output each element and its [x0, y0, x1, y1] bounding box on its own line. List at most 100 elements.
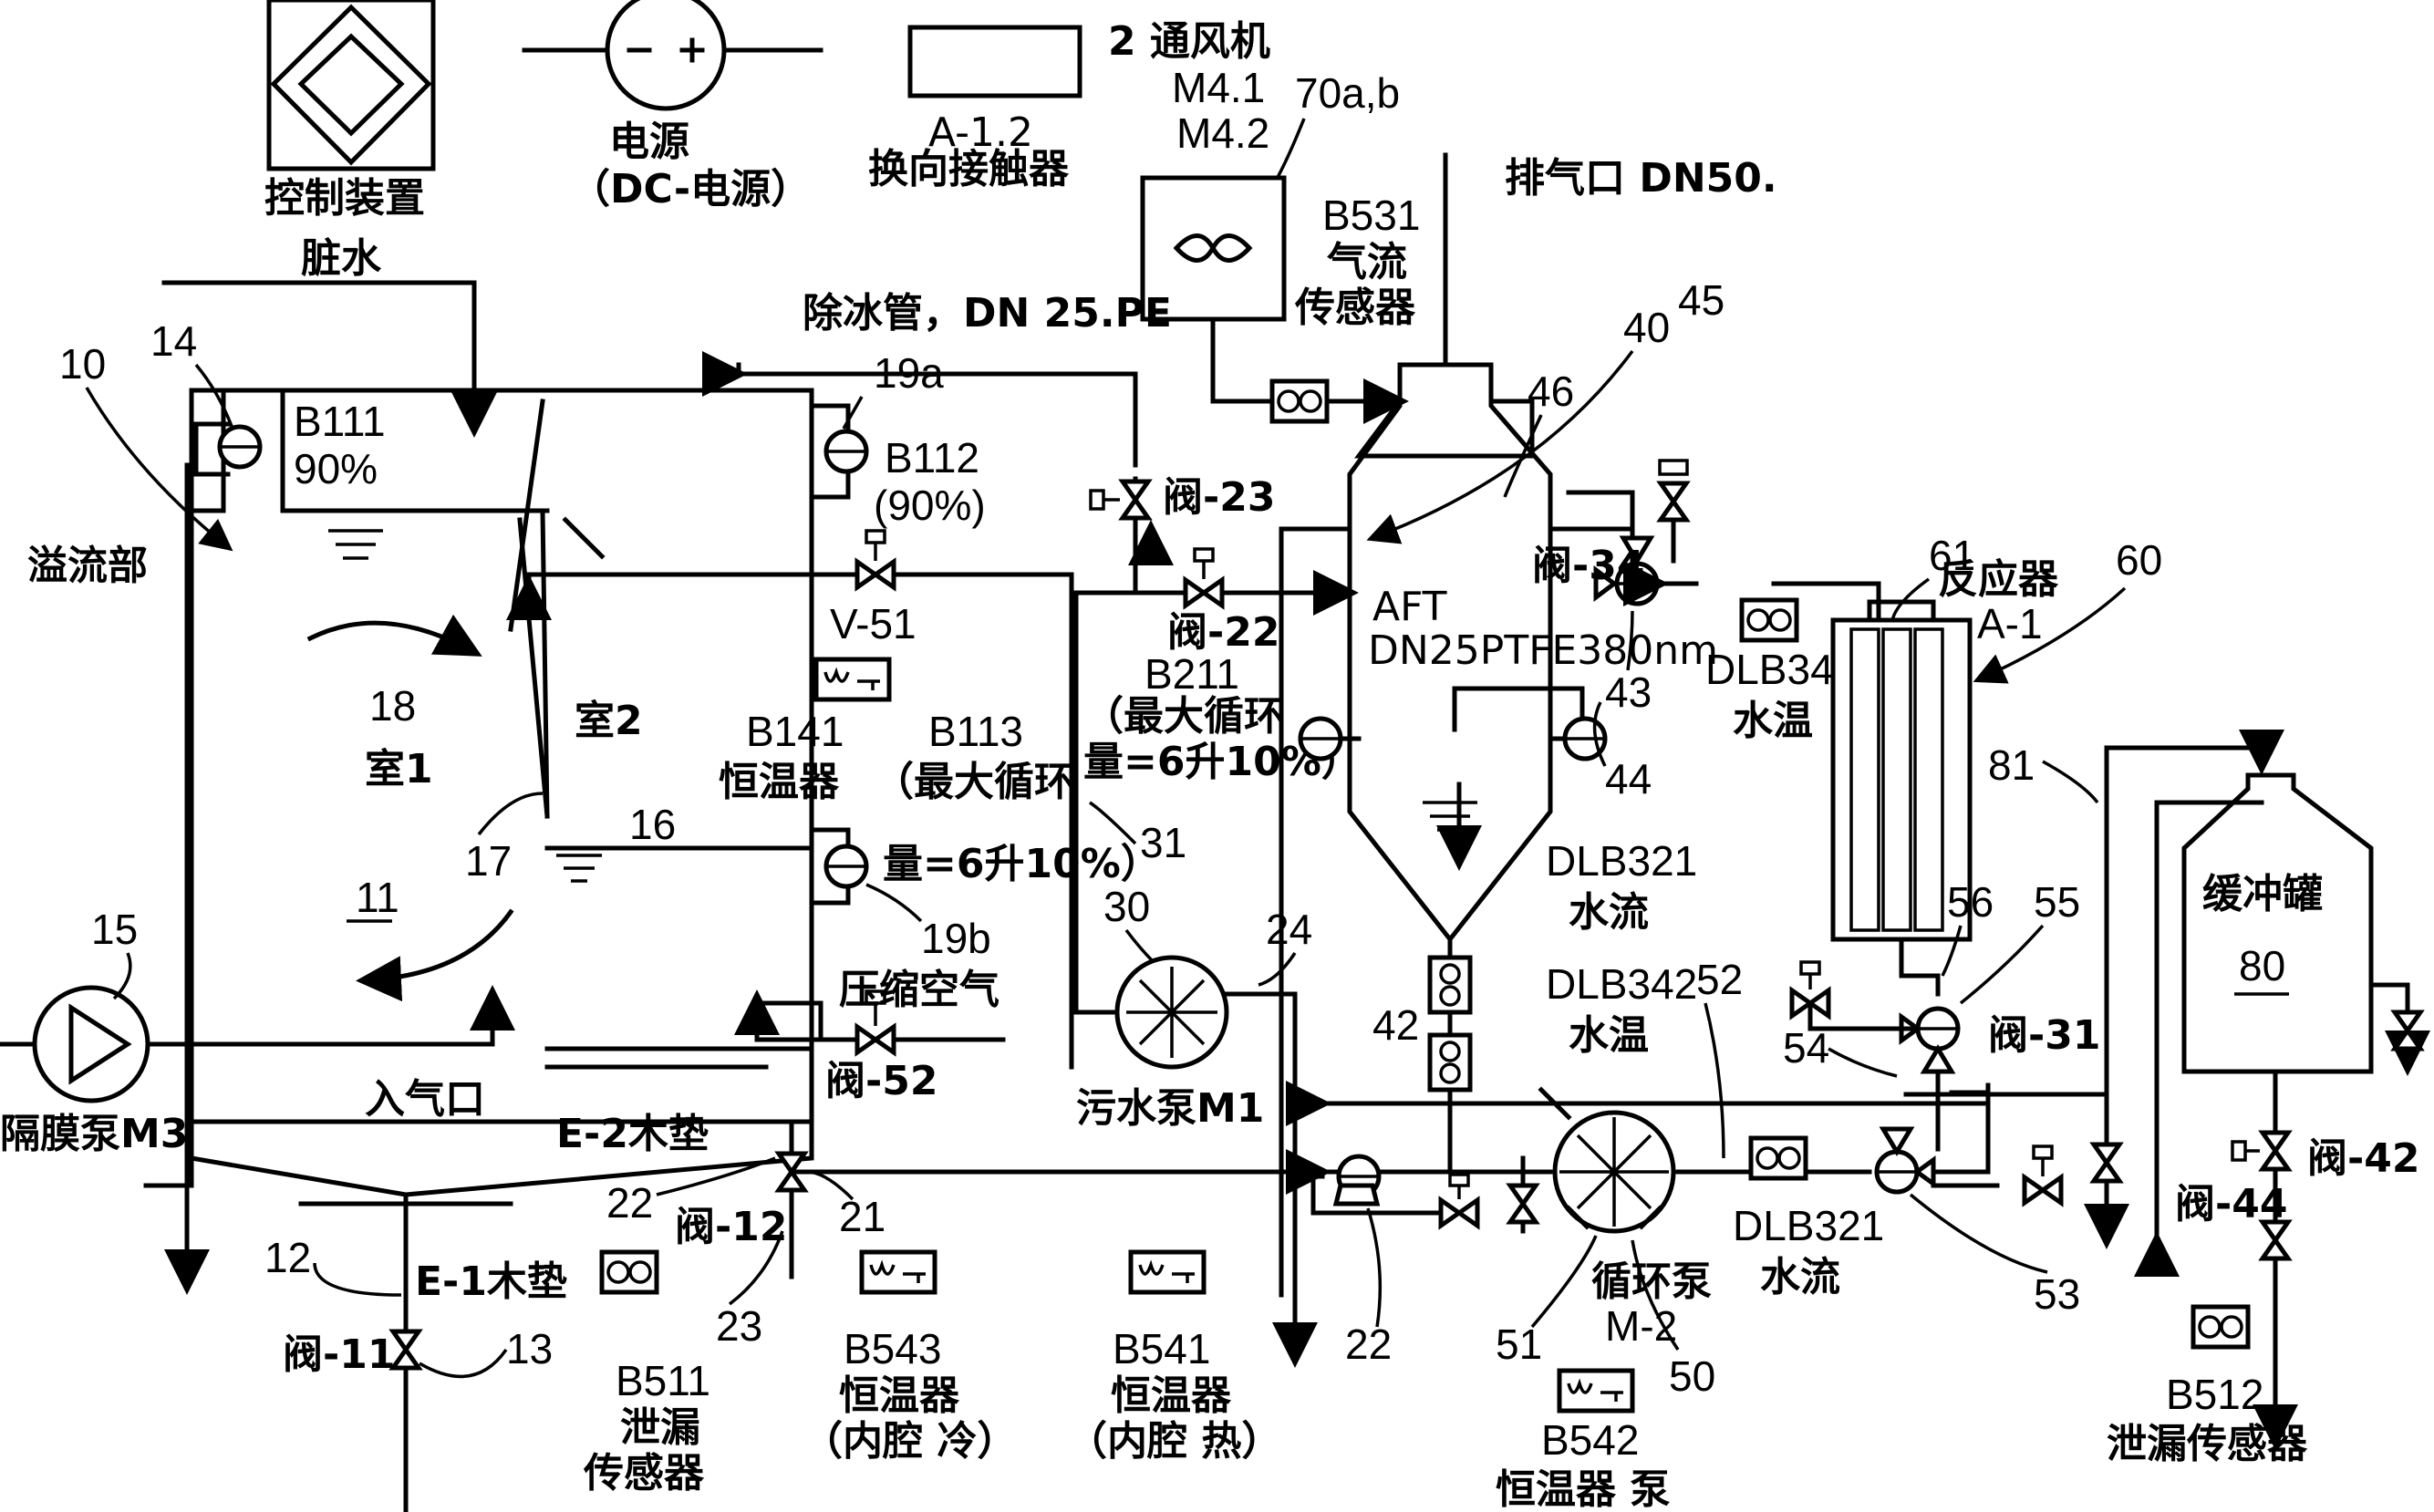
ref-24: 24 [1266, 906, 1312, 953]
deice-pipe-label: 除冰管，DN 25.PE [803, 290, 1172, 337]
compressed-air-label: 压缩空气 [839, 967, 999, 1013]
ref-13: 13 [506, 1325, 553, 1372]
b141-name: 恒温器 [719, 759, 840, 805]
valve-42[interactable] [2263, 1133, 2288, 1169]
dlb321-bot-label: DLB321 [1733, 1202, 1884, 1249]
leak-sensor-b511-icon [602, 1252, 657, 1292]
b111-label: B111 [294, 398, 386, 445]
dlb321-top-label: DLB321 [1546, 837, 1697, 885]
sewage-pump-m1 [1114, 955, 1229, 1070]
b543-note: （内腔 冷） [803, 1418, 1017, 1465]
diaphragm-pump-m3 [32, 985, 150, 1103]
valve-11[interactable] [393, 1331, 419, 1368]
valve-53-3way[interactable] [1877, 1152, 1917, 1192]
room2-label: 室2 [575, 698, 643, 744]
water-temp-meter-dlb341 [1742, 600, 1797, 640]
valve-v51[interactable] [857, 562, 894, 587]
valve-23[interactable] [1123, 482, 1148, 518]
v51-label: V-51 [830, 600, 917, 647]
water-flow-meter-dlb321 [1751, 1138, 1806, 1178]
ref-12: 12 [264, 1234, 311, 1281]
ref-17: 17 [465, 837, 512, 885]
valve-12-label: 阀-12 [675, 1204, 788, 1250]
inlet-label: 入气口 [365, 1076, 485, 1123]
ref-51: 51 [1496, 1320, 1542, 1368]
ref-81: 81 [1988, 741, 2035, 789]
ref-11: 11 [356, 874, 399, 921]
valve-22[interactable] [1186, 580, 1222, 606]
valve-23-label: 阀-23 [1163, 474, 1276, 521]
power-supply-label: 电源 [609, 119, 689, 165]
ref-10: 10 [59, 340, 106, 388]
circ-pump-label: 循环泵 [1591, 1258, 1712, 1305]
valve-52[interactable] [857, 1027, 894, 1052]
contactor-code: A-1.2 [928, 109, 1033, 156]
wood-pad-e1-label: E-1木垫 [415, 1258, 567, 1305]
contactor-icon [907, 25, 1082, 98]
ref-44: 44 [1605, 755, 1652, 803]
ref-56: 56 [1947, 878, 1994, 926]
control-device-label: 控制装置 [264, 175, 425, 222]
fan-m41-label: M4.1 [1172, 64, 1265, 111]
b511-name-2: 传感器 [583, 1450, 705, 1496]
b111-pct: 90% [294, 445, 378, 492]
valve-52-label: 阀-52 [825, 1058, 938, 1104]
ref-23: 23 [716, 1302, 762, 1350]
valve-11-label: 阀-11 [283, 1331, 396, 1378]
b511-name-1: 泄漏 [620, 1404, 700, 1451]
b543-label: B543 [844, 1325, 941, 1372]
b511-label: B511 [616, 1357, 710, 1404]
control-device-icon [266, 0, 436, 171]
ref-18: 18 [369, 682, 416, 730]
valve-34-label: 阀-34 [1532, 543, 1645, 589]
ref-52: 52 [1696, 956, 1743, 1003]
overflow-label: 溢流部 [27, 543, 148, 589]
b531-label: B531 [1322, 192, 1420, 239]
sewage-pump-label: 污水泵M1 [1076, 1085, 1264, 1132]
ref-22a: 22 [606, 1179, 653, 1227]
airflow-meter [1272, 381, 1327, 421]
b543-name: 恒温器 [839, 1372, 960, 1419]
b542-name: 恒温器 泵 [1496, 1466, 1670, 1512]
aft-label: AFT [1372, 584, 1447, 630]
circulation-pump-m2 [1552, 1110, 1676, 1234]
thermostat-b542 [1559, 1371, 1632, 1411]
valve-31-3way[interactable] [1918, 1009, 1958, 1049]
ref-43: 43 [1605, 668, 1652, 716]
buffer-tank [2181, 772, 2374, 1074]
room1-label: 室1 [365, 746, 433, 792]
valve-42-label: 阀-42 [2307, 1135, 2420, 1182]
b531-name-2: 传感器 [1294, 285, 1416, 331]
ref-60: 60 [2116, 536, 2162, 584]
b112-pct: (90%) [874, 482, 986, 529]
b113-note-2: 量=6升10%） [883, 841, 1161, 887]
reactor-label: 反应器 [1938, 556, 2059, 603]
reactor-a1 [1830, 599, 1973, 942]
diaphragm-pump-label: 隔膜泵M3 [0, 1111, 188, 1157]
dlb321-top-name: 水流 [1569, 889, 1649, 936]
ref-80: 80 [2239, 942, 2285, 989]
ref-46: 46 [1528, 368, 1574, 415]
ref-19b: 19b [921, 915, 991, 962]
aft-spec: DN25PTFE380nm [1368, 627, 1718, 674]
valve-bottom-3[interactable] [2025, 1177, 2061, 1203]
valve-45[interactable] [1661, 483, 1686, 520]
valve-bottom-4[interactable] [2094, 1144, 2119, 1181]
b113-label: B113 [928, 708, 1023, 755]
ref-45: 45 [1678, 276, 1725, 324]
dlb342-label: DLB342 [1546, 960, 1697, 1008]
fan-ref: 70a,b [1295, 69, 1400, 117]
valve-bottom-2[interactable] [1510, 1186, 1536, 1222]
wood-pad-e2-label: E-2木垫 [556, 1111, 709, 1157]
valve-buffer-side[interactable] [2395, 1012, 2420, 1049]
ref-21: 21 [839, 1193, 886, 1240]
dlb342-name: 水温 [1569, 1012, 1649, 1059]
valve-22-label: 阀-22 [1167, 609, 1280, 656]
circ-pump-code: M-2 [1605, 1302, 1677, 1350]
thermostat-b541 [1131, 1252, 1204, 1292]
valve-bottom-1[interactable] [1441, 1200, 1477, 1226]
valve-bottom-5[interactable] [2263, 1222, 2288, 1258]
b512-label: B512 [2166, 1371, 2263, 1418]
contactor-label: 换向接触器 [868, 146, 1070, 192]
